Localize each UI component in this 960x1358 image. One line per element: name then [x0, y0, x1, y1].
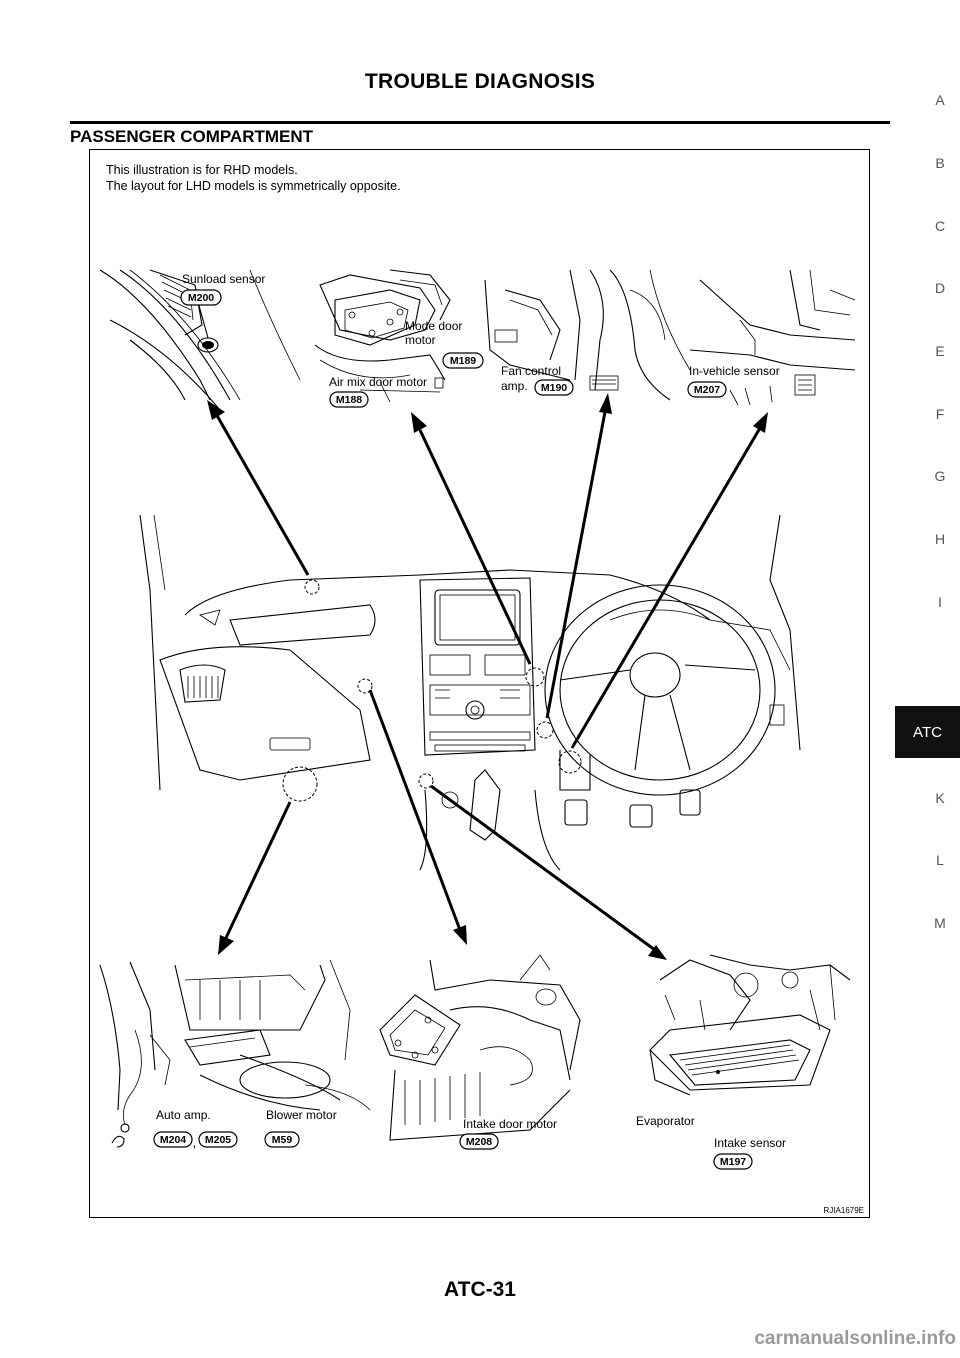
side-tab-g[interactable]: G: [934, 468, 946, 484]
figure-note-line-2: The layout for LHD models is symmetrical…: [106, 179, 401, 193]
m204-label: M204: [160, 1134, 186, 1146]
component-location-figure: This illustration is for RHD models. The…: [89, 149, 870, 1218]
m207-label: M207: [694, 384, 720, 396]
intake-sensor-label: Intake sensor: [714, 1136, 786, 1150]
in-vehicle-sensor-label: In-vehicle sensor: [689, 364, 780, 378]
connector-badge-m205: M205: [198, 1131, 238, 1148]
watermark: carmanualsonline.info: [754, 1328, 956, 1349]
evaporator-label: Evaporator: [636, 1114, 695, 1128]
side-tab-a[interactable]: A: [935, 92, 945, 108]
sunload-sensor-label: Sunload sensor: [182, 272, 265, 286]
side-tab-atc-active[interactable]: ATC: [895, 706, 960, 758]
detail-mode-air-mix-motors: [314, 269, 451, 403]
auto-amp-label: Auto amp.: [156, 1108, 211, 1122]
fan-control-amp-label-1: Fan control: [501, 364, 561, 378]
detail-fan-control-amp: [484, 269, 691, 401]
m205-label: M205: [205, 1134, 231, 1146]
detail-auto-amp-blower: [99, 959, 371, 1133]
connector-badge-m59: M59: [264, 1131, 300, 1148]
m208-label: M208: [466, 1136, 492, 1148]
detail-intake-door-motor: [379, 954, 581, 1141]
callout-arrows: [207, 393, 768, 960]
connector-badge-m189: M189: [442, 352, 484, 369]
side-tab-l[interactable]: L: [936, 852, 944, 868]
side-tab-f[interactable]: F: [935, 406, 945, 422]
connector-separator: ,: [193, 1138, 196, 1150]
fuse-symbol-icon: [111, 1135, 125, 1148]
location-markers: [282, 579, 582, 802]
figure-reference-code: RJIA1679E: [824, 1206, 864, 1215]
m197-label: M197: [720, 1156, 746, 1168]
connector-badge-m197: M197: [713, 1153, 753, 1170]
fan-control-amp-label-2: amp.: [501, 379, 528, 393]
m200-label: M200: [188, 292, 214, 304]
side-tab-d[interactable]: D: [934, 280, 946, 296]
connector-badge-m208: M208: [459, 1133, 499, 1150]
dashboard-illustration: [139, 514, 801, 871]
m189-label: M189: [450, 355, 476, 367]
mode-door-motor-label-2: motor: [405, 333, 436, 347]
side-tab-h[interactable]: H: [934, 531, 946, 547]
figure-illustration: This illustration is for RHD models. The…: [99, 163, 864, 1215]
header-rule: [70, 121, 890, 124]
connector-badge-m207: M207: [687, 381, 727, 398]
side-tab-i[interactable]: I: [938, 594, 942, 610]
m59-label: M59: [272, 1134, 293, 1146]
m188-label: M188: [336, 394, 362, 406]
intake-door-motor-label: Intake door motor: [463, 1117, 557, 1131]
detail-in-vehicle-sensor: [689, 269, 856, 406]
blower-motor-label: Blower motor: [266, 1108, 337, 1122]
side-tab-c[interactable]: C: [934, 218, 946, 234]
side-tab-b[interactable]: B: [935, 155, 945, 171]
detail-evaporator-intake-sensor: [649, 954, 851, 1096]
air-mix-door-motor-label: Air mix door motor: [329, 375, 427, 389]
m190-label: M190: [541, 382, 567, 394]
side-tab-k[interactable]: K: [935, 790, 945, 806]
mode-door-motor-label-1: Mode door: [405, 319, 462, 333]
connector-badge-m200: M200: [180, 289, 222, 306]
section-title: PASSENGER COMPARTMENT: [70, 127, 314, 146]
connector-badge-m204: M204: [153, 1131, 193, 1148]
side-tab-m[interactable]: M: [934, 915, 946, 931]
connector-badge-m188: M188: [329, 391, 369, 408]
connector-badge-m190: M190: [534, 379, 574, 396]
page-header-title: TROUBLE DIAGNOSIS: [364, 70, 596, 93]
side-tab-e[interactable]: E: [935, 343, 945, 359]
figure-note-line-1: This illustration is for RHD models.: [106, 163, 298, 177]
page-number: ATC-31: [444, 1278, 516, 1301]
